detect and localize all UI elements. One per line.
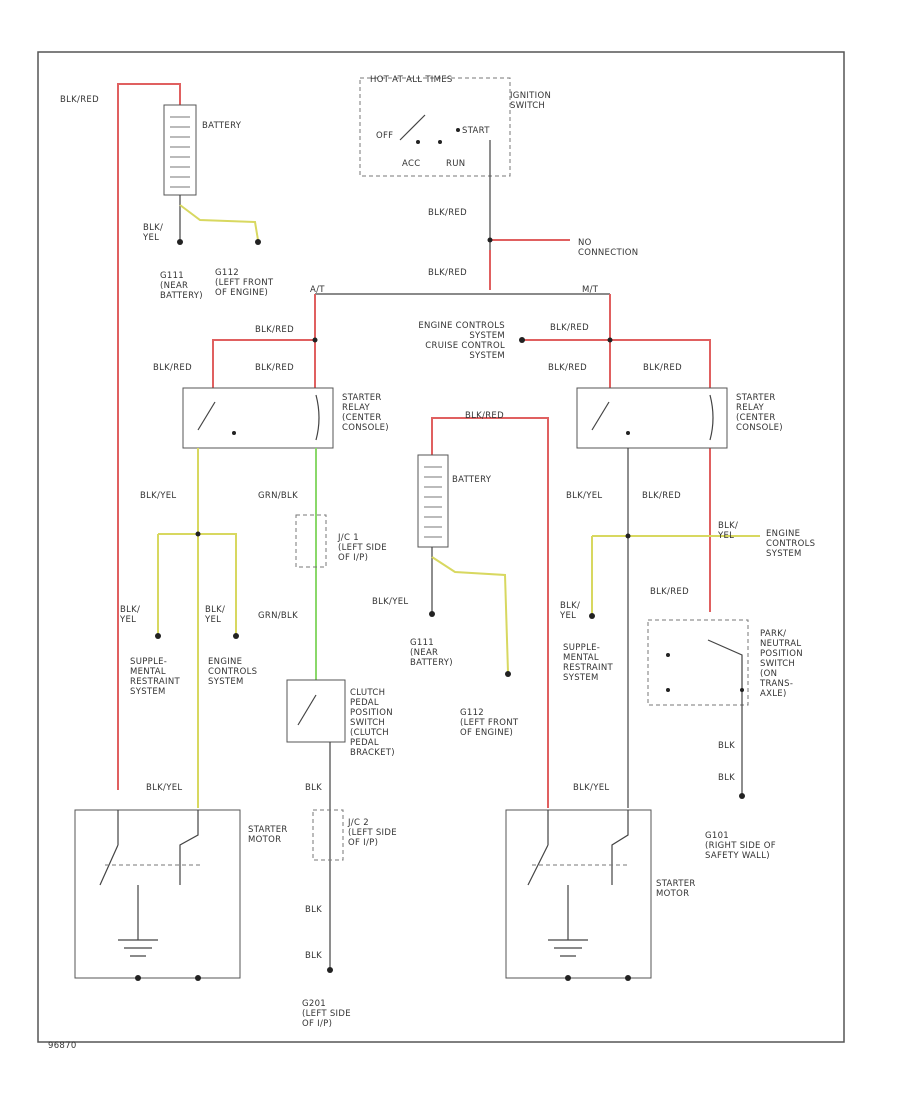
label-blk-5: BLK bbox=[305, 951, 322, 961]
label-blk-2: BLK bbox=[718, 741, 735, 751]
starter-relay-2 bbox=[576, 387, 728, 449]
label-blk-red-11: BLK/RED bbox=[642, 491, 681, 501]
label-blk-red-9: BLK/RED bbox=[643, 363, 682, 373]
park-neutral-switch bbox=[647, 619, 749, 706]
label-blk-red-1: BLK/RED bbox=[60, 95, 99, 105]
label-blk-red-2: BLK/RED bbox=[428, 208, 467, 218]
label-blk-red-10: BLK/RED bbox=[465, 411, 504, 421]
label-blk-red-8: BLK/RED bbox=[548, 363, 587, 373]
label-blk-red-4: BLK/RED bbox=[255, 325, 294, 335]
label-blk-red-6: BLK/RED bbox=[153, 363, 192, 373]
label-blk-yel-10: BLK/YEL bbox=[573, 783, 609, 793]
label-off: OFF bbox=[376, 131, 393, 141]
label-at: A/T bbox=[310, 285, 325, 295]
label-grn-blk-2: GRN/BLK bbox=[258, 611, 298, 621]
wire-engine-controls-tap bbox=[520, 339, 711, 612]
starter-relay-1 bbox=[182, 387, 334, 449]
label-blk-1: BLK bbox=[305, 783, 322, 793]
label-fig: 96870 bbox=[48, 1041, 77, 1051]
label-blk-red-7: BLK/RED bbox=[255, 363, 294, 373]
ground-g112-1 bbox=[255, 239, 261, 245]
wire-g112-1 bbox=[179, 204, 259, 241]
label-blk-yel-8: BLK/YEL bbox=[717, 521, 738, 541]
label-blk-red-12: BLK/RED bbox=[650, 587, 689, 597]
label-grn-blk-1: GRN/BLK bbox=[258, 491, 298, 501]
label-blk-yel-4: BLK/YEL bbox=[372, 597, 408, 607]
label-blk-3: BLK bbox=[718, 773, 735, 783]
wire-blk-red-battery2 bbox=[431, 417, 549, 808]
label-blk-yel-7: BLK/YEL bbox=[559, 601, 580, 621]
label-run: RUN bbox=[446, 159, 465, 169]
ignition-switch-box bbox=[359, 77, 511, 177]
label-blk-yel-3: BLK/YEL bbox=[566, 491, 602, 501]
label-blk-4: BLK bbox=[305, 905, 322, 915]
label-battery-2: BATTERY bbox=[452, 475, 492, 485]
clutch-pedal-switch bbox=[286, 679, 346, 743]
ignition-switch-contact bbox=[399, 114, 426, 141]
label-blk-yel-9: BLK/YEL bbox=[146, 783, 182, 793]
label-blk-yel-1: BLK/YEL bbox=[142, 223, 163, 243]
label-start: START bbox=[462, 126, 490, 136]
wire-blk-red-left-main bbox=[117, 83, 181, 790]
label-mt: M/T bbox=[582, 285, 599, 295]
label-acc: ACC bbox=[402, 159, 420, 169]
label-battery-1: BATTERY bbox=[202, 121, 242, 131]
label-blk-yel-2: BLK/YEL bbox=[140, 491, 176, 501]
label-blk-yel-6: BLK/YEL bbox=[204, 605, 225, 625]
starter-motor-1 bbox=[74, 809, 241, 979]
starter-motor-2 bbox=[505, 809, 652, 979]
diagram-frame bbox=[37, 51, 845, 1043]
label-blk-yel-5: BLK/YEL bbox=[119, 605, 140, 625]
jc2-box bbox=[312, 809, 344, 861]
jc1-box bbox=[295, 514, 327, 568]
ground-g111-1 bbox=[177, 239, 183, 245]
battery-1 bbox=[163, 104, 197, 196]
battery-2 bbox=[417, 454, 449, 548]
label-blk-red-3: BLK/RED bbox=[428, 268, 467, 278]
label-blk-red-5: BLK/RED bbox=[550, 323, 589, 333]
label-hot-in-all: HOT AT ALL TIMES bbox=[370, 75, 453, 85]
